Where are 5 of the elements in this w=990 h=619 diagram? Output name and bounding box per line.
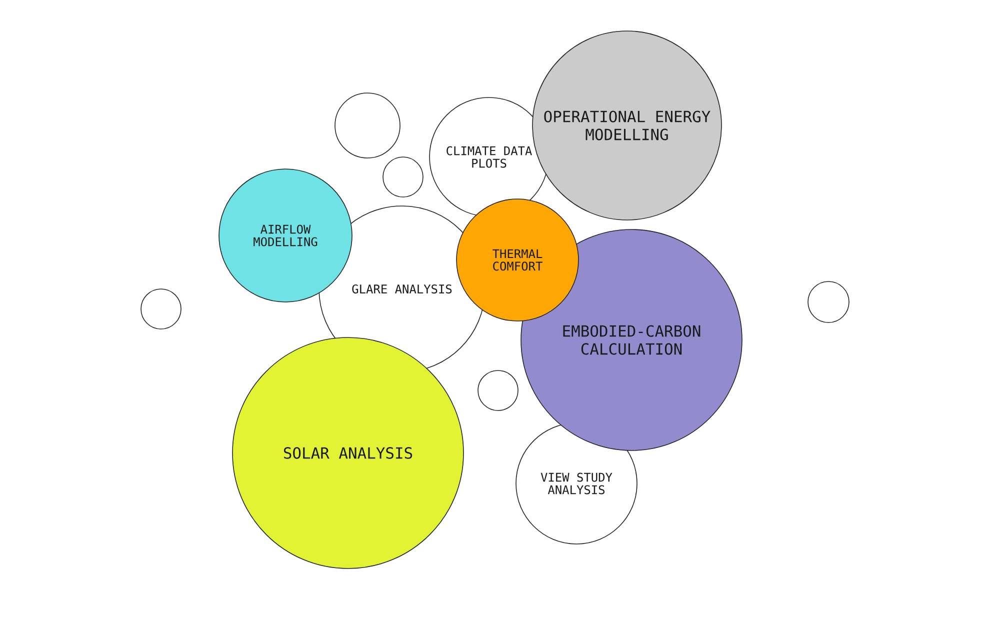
empty-circle <box>382 156 424 198</box>
empty-circle <box>478 370 518 411</box>
empty-circle <box>140 288 182 330</box>
empty-circle <box>808 281 850 323</box>
empty-circle <box>334 92 400 158</box>
